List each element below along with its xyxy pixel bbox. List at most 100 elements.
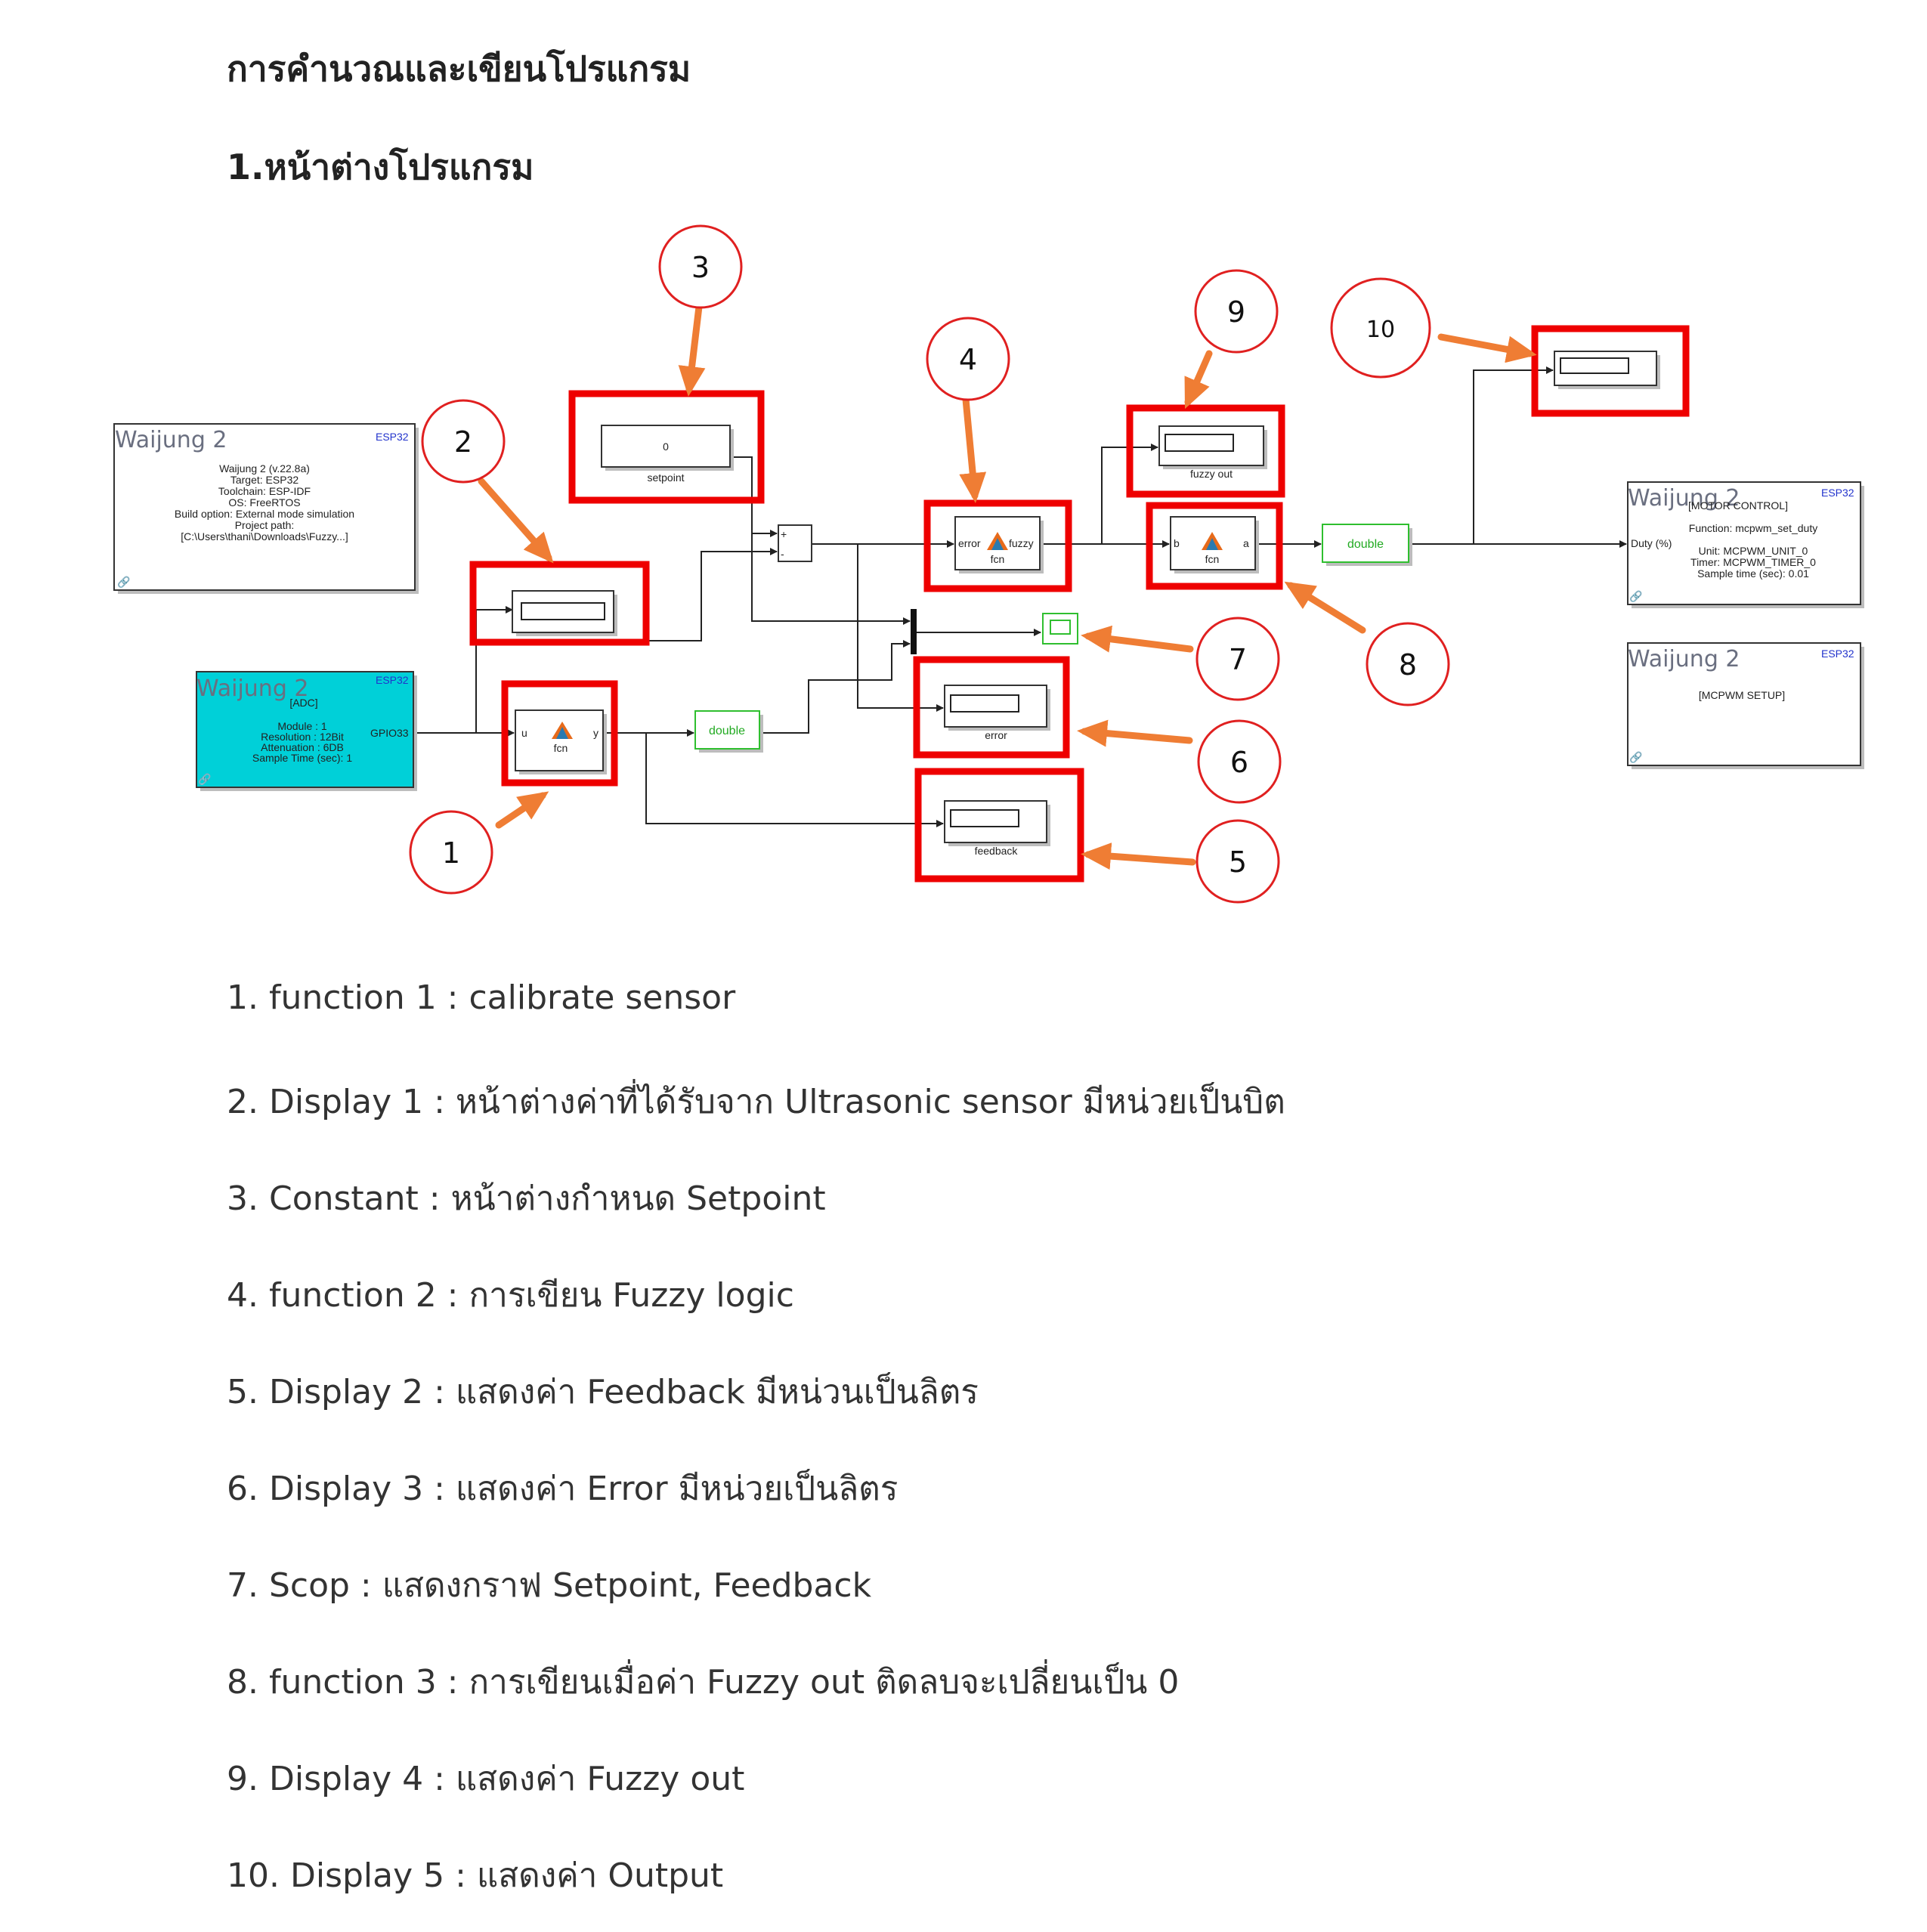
sum-block[interactable]: + - — [778, 524, 812, 562]
svg-text:6: 6 — [1230, 746, 1248, 779]
mcpwm-setup-block[interactable]: Waijung 2 ESP32 [MCPWM SETUP] 🔗 — [1627, 642, 1864, 769]
mcpwm-setup-title: [MCPWM SETUP] — [1699, 689, 1785, 701]
link-icon: 🔗 — [1629, 589, 1643, 603]
highlight-display-1 — [469, 561, 650, 646]
callout-2: 2 — [421, 399, 506, 484]
esp32-tag: ESP32 — [376, 674, 409, 686]
list-item: 7. Scop : แสดงกราฟ Setpoint, Feedback — [227, 1566, 872, 1605]
signal-wires — [416, 366, 1627, 827]
callout-7: 7 — [1195, 617, 1280, 701]
highlight-constant — [568, 390, 765, 504]
double-convert-2[interactable]: double — [1322, 524, 1412, 566]
adc-title: [ADC] — [289, 697, 317, 709]
constant-setpoint-block[interactable]: 0 setpoint — [601, 425, 734, 484]
info-line: Sample Time (sec): 1 — [252, 752, 352, 764]
double-label: double — [709, 725, 745, 737]
display-error-block[interactable]: error — [944, 685, 1050, 741]
display-feedback-block[interactable]: feedback — [944, 800, 1050, 857]
scope-block[interactable] — [1042, 613, 1078, 645]
highlight-boxes — [469, 325, 1690, 883]
motor-title: [MOTOR CONTROL] — [1688, 499, 1788, 512]
highlight-display-feedback — [914, 768, 1084, 883]
highlight-display-output — [1531, 325, 1690, 417]
fcn1-output-port: y — [593, 727, 599, 739]
svg-text:5: 5 — [1229, 845, 1247, 879]
fcn1-label: fcn — [554, 742, 568, 754]
callout-1: 1 — [409, 810, 493, 895]
simulink-diagram: Waijung 2 ESP32 Waijung 2 (v.22.8a) Targ… — [113, 224, 1864, 904]
display-fuzzy-out-block[interactable]: fuzzy out — [1158, 425, 1267, 480]
callout-circles: 1 2 3 4 5 6 7 8 9 10 — [409, 224, 1450, 904]
list-item: 9. Display 4 : แสดงค่า Fuzzy out — [227, 1760, 745, 1798]
gpio-port-label: GPIO33 — [370, 727, 409, 739]
function-3-block[interactable]: b a fcn — [1170, 516, 1259, 573]
fcn1-input-port: u — [521, 727, 527, 739]
double-convert-1[interactable]: double — [694, 710, 763, 753]
waijung-brand: Waijung 2 — [1628, 485, 1740, 512]
svg-text:9: 9 — [1227, 295, 1245, 329]
callout-3: 3 — [658, 224, 743, 309]
list-item: 6. Display 3 : แสดงค่า Error มีหน่วยเป็น… — [227, 1470, 899, 1508]
callout-arrows — [478, 303, 1537, 870]
list-item: 8. function 3 : การเขียนเมื่อค่า Fuzzy o… — [227, 1663, 1180, 1702]
info-line: Toolchain: ESP-IDF — [218, 485, 311, 497]
esp32-tag: ESP32 — [376, 431, 409, 443]
fcn2-label: fcn — [991, 553, 1005, 565]
sum-minus-sign: - — [781, 548, 784, 560]
callout-6: 6 — [1197, 719, 1282, 804]
info-line: Waijung 2 (v.22.8a) — [219, 462, 310, 474]
mux-block[interactable] — [911, 609, 917, 654]
fcn2-input-port: error — [958, 537, 981, 549]
sum-plus-sign: + — [781, 528, 787, 540]
svg-text:10: 10 — [1366, 317, 1395, 343]
callout-9: 9 — [1194, 269, 1279, 354]
callout-4: 4 — [926, 317, 1010, 401]
info-line: [C:\Users\thani\Downloads\Fuzzy...] — [181, 530, 348, 543]
svg-text:2: 2 — [454, 425, 472, 459]
list-item: 4. function 2 : การเขียน Fuzzy logic — [227, 1276, 794, 1315]
info-line: Module : 1 — [277, 720, 327, 732]
page-heading: การคำนวณและเขียนโปรแกรม — [227, 48, 691, 89]
svg-text:7: 7 — [1229, 643, 1247, 676]
constant-value: 0 — [663, 440, 669, 453]
info-line: Resolution : 12Bit — [261, 731, 344, 743]
function-2-block[interactable]: error fuzzy fcn — [954, 516, 1044, 573]
error-label: error — [985, 729, 1007, 741]
list-item: 5. Display 2 : แสดงค่า Feedback มีหน่วนเ… — [227, 1373, 979, 1411]
feedback-label: feedback — [975, 845, 1019, 857]
highlight-display-error — [913, 656, 1070, 759]
fuzzy-out-label: fuzzy out — [1190, 468, 1233, 480]
list-item: 1. function 1 : calibrate sensor — [227, 978, 736, 1017]
link-icon: 🔗 — [1629, 750, 1643, 764]
info-line: Sample time (sec): 0.01 — [1697, 567, 1809, 580]
link-icon: 🔗 — [198, 772, 212, 786]
list-item: 10. Display 5 : แสดงค่า Output — [227, 1856, 724, 1895]
display-output-block[interactable] — [1554, 351, 1660, 389]
link-icon: 🔗 — [117, 575, 131, 589]
info-line: Timer: MCPWM_TIMER_0 — [1690, 556, 1816, 568]
waijung-main-block[interactable]: Waijung 2 ESP32 Waijung 2 (v.22.8a) Targ… — [113, 423, 419, 594]
info-line: Target: ESP32 — [230, 474, 298, 486]
esp32-tag: ESP32 — [1821, 487, 1854, 499]
double-label: double — [1347, 538, 1384, 551]
svg-text:8: 8 — [1399, 648, 1417, 682]
adc-block[interactable]: Waijung 2 ESP32 [ADC] Module : 1 Resolut… — [196, 671, 417, 791]
display-1-block[interactable] — [512, 590, 617, 636]
list-item: 3. Constant : หน้าต่างกำหนด Setpoint — [227, 1179, 826, 1218]
svg-text:1: 1 — [442, 836, 460, 870]
list-item: 2. Display 1 : หน้าต่างค่าที่ได้รับจาก U… — [227, 1083, 1285, 1121]
info-line: Function: mcpwm_set_duty — [1689, 522, 1817, 534]
section-heading: 1.หน้าต่างโปรแกรม — [227, 147, 534, 187]
info-line: Unit: MCPWM_UNIT_0 — [1699, 545, 1808, 557]
fcn3-input-port: b — [1174, 537, 1180, 549]
highlight-function-1 — [501, 680, 618, 787]
info-line: OS: FreeRTOS — [228, 496, 300, 509]
waijung-brand: Waijung 2 — [196, 675, 309, 702]
highlight-function-2 — [923, 499, 1072, 592]
esp32-tag: ESP32 — [1821, 648, 1854, 660]
motor-control-block[interactable]: Waijung 2 ESP32 [MOTOR CONTROL] Duty (%)… — [1627, 481, 1864, 608]
svg-text:3: 3 — [691, 251, 710, 284]
function-1-block[interactable]: u y fcn — [515, 709, 607, 774]
info-line: Build option: External mode simulation — [175, 508, 354, 520]
info-line: Attenuation : 6DB — [261, 741, 344, 753]
